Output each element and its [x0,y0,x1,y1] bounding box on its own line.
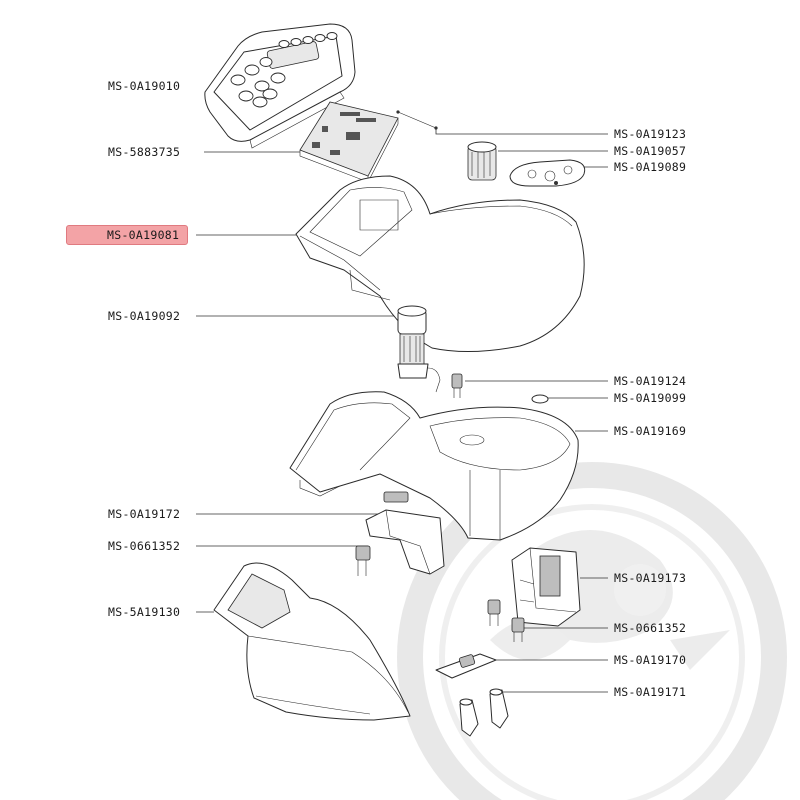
switch-part-left [355,545,371,576]
control-panel-part [204,23,356,149]
part-label-ms-5a19130[interactable]: MS-5A19130 [108,605,181,619]
bracket-part [365,491,445,575]
plate-part [509,159,586,187]
part-label-ms-0a19057[interactable]: MS-0A19057 [614,144,687,158]
rod-part [435,653,497,679]
tray-part [213,562,411,721]
part-label-ms-0a19089[interactable]: MS-0A19089 [614,160,687,174]
seal-part [531,394,549,404]
part-label-ms-0a19170[interactable]: MS-0A19170 [614,653,687,667]
part-label-ms-0a19092[interactable]: MS-0A19092 [108,309,181,323]
part-label-ms-0a19172[interactable]: MS-0A19172 [108,507,181,521]
part-label-ms-0a19171[interactable]: MS-0A19171 [614,685,687,699]
part-label-ms-0a19124[interactable]: MS-0A19124 [614,374,687,388]
clip-part [459,688,509,737]
motor-part [397,305,441,393]
part-label-ms-0a19169[interactable]: MS-0A19169 [614,424,687,438]
part-label-ms-0661352-right[interactable]: MS-0661352 [614,621,687,635]
top-housing-part [295,175,585,353]
part-label-ms-0661352-left[interactable]: MS-0661352 [108,539,181,553]
part-label-ms-0a19173[interactable]: MS-0A19173 [614,571,687,585]
part-label-ms-0a19099[interactable]: MS-0A19099 [614,391,687,405]
base-housing-part [289,391,579,541]
sensor-part [451,373,463,398]
pump-assembly-part [511,547,581,627]
wire-part [396,110,438,130]
part-label-ms-5883735[interactable]: MS-5883735 [108,145,181,159]
part-label-ms-0a19081-highlighted[interactable]: MS-0A19081 [66,225,189,245]
circuit-board-part [299,101,399,183]
switch-part-right [487,599,525,642]
part-label-ms-0a19123[interactable]: MS-0A19123 [614,127,687,141]
part-label-ms-0a19010[interactable]: MS-0A19010 [108,79,181,93]
gear-part [467,141,497,181]
